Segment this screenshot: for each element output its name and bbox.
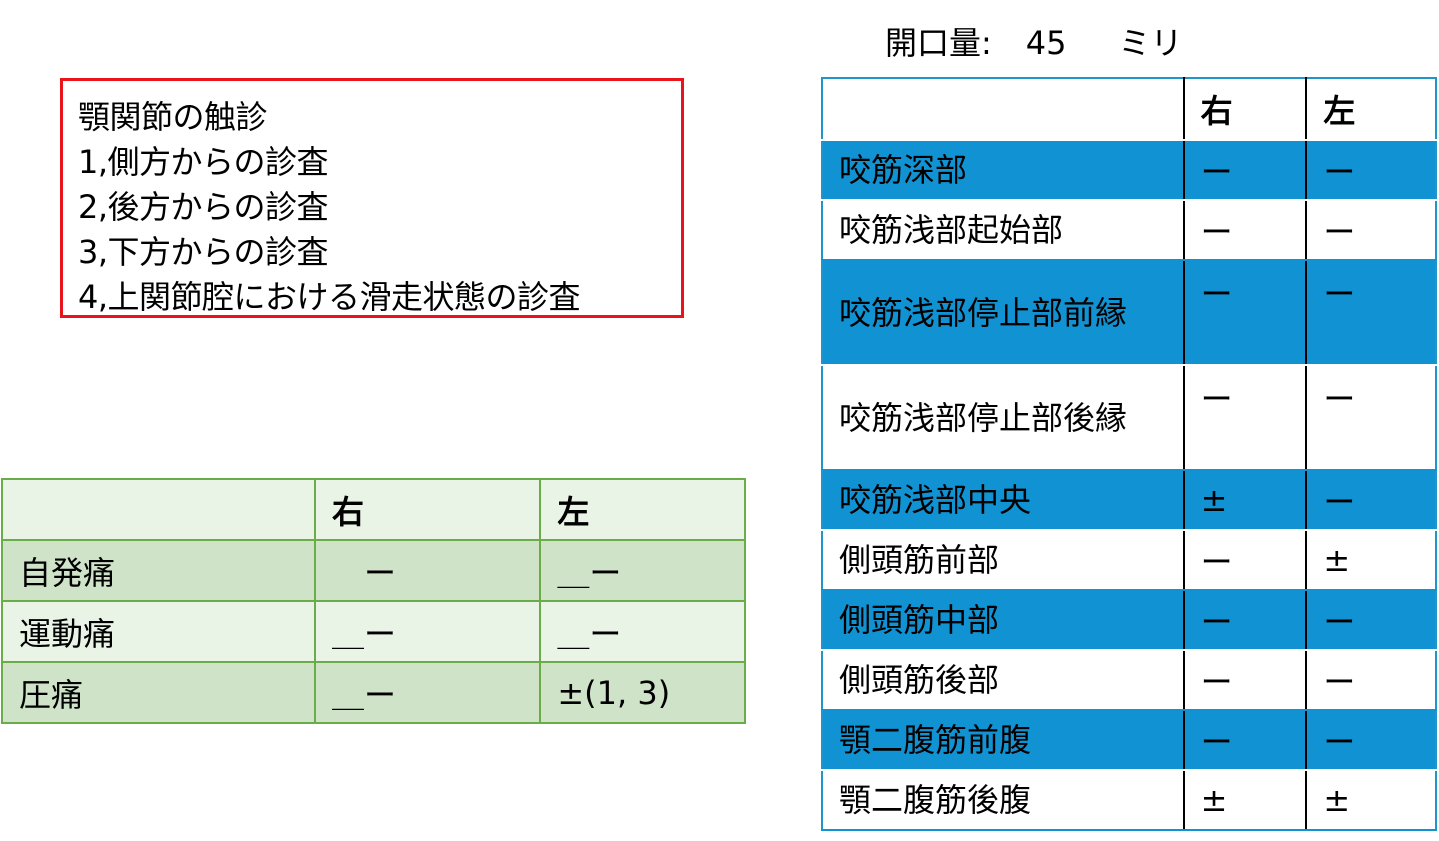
right-value: ー	[1182, 589, 1307, 651]
right-value: ー	[1182, 259, 1307, 366]
right-value: ±	[1182, 469, 1307, 531]
opening-value: 45	[1025, 24, 1067, 62]
row-label: 圧痛	[0, 661, 317, 724]
opening-label: 開口量:	[885, 24, 992, 62]
left-value: ＿ー	[539, 539, 746, 602]
muscle-name: 咬筋浅部停止部前縁	[822, 259, 1184, 366]
muscle-name: 咬筋深部	[822, 139, 1184, 201]
left-value: ±(1, 3)	[539, 661, 746, 724]
muscle-name: 側頭筋前部	[822, 529, 1184, 591]
muscle-table: 右 左 咬筋深部 ー ー 咬筋浅部起始部 ー ー 咬筋浅部停止部前縁 ー ー 咬…	[821, 77, 1437, 831]
row-label: 運動痛	[0, 600, 317, 663]
left-value: ー	[1305, 199, 1436, 261]
right-value: ー	[1182, 139, 1307, 201]
palpation-item-2: 2,後方からの診査	[78, 188, 329, 226]
muscle-name: 側頭筋中部	[822, 589, 1184, 651]
table-row: 顎二腹筋前腹 ー ー	[822, 709, 1436, 771]
left-value: ー	[1305, 589, 1436, 651]
muscle-name: 咬筋浅部停止部後縁	[822, 364, 1184, 471]
right-value: ー	[314, 539, 542, 602]
table-row: 咬筋浅部停止部前縁 ー ー	[822, 259, 1436, 366]
right-value: ±	[1182, 769, 1307, 831]
pain-table-header: 右 左	[0, 478, 746, 541]
left-value: ±	[1305, 769, 1436, 831]
header-cell-left: 左	[1305, 78, 1436, 141]
palpation-item-4: 4,上関節腔における滑走状態の診査	[78, 278, 581, 316]
left-value: ー	[1305, 649, 1436, 711]
opening-unit: ミリ	[1118, 24, 1183, 62]
table-row: 側頭筋中部 ー ー	[822, 589, 1436, 651]
left-value: ＿ー	[539, 600, 746, 663]
right-value: ＿ー	[314, 600, 542, 663]
right-value: ー	[1182, 529, 1307, 591]
palpation-item-3: 3,下方からの診査	[78, 233, 329, 271]
left-value: ー	[1305, 259, 1436, 366]
header-cell-right: 右	[314, 478, 542, 541]
table-row: 側頭筋前部 ー ±	[822, 529, 1436, 591]
row-label: 自発痛	[0, 539, 317, 602]
right-value: ー	[1182, 364, 1307, 471]
muscle-name: 顎二腹筋前腹	[822, 709, 1184, 771]
table-row: 運動痛 ＿ー ＿ー	[0, 600, 746, 663]
muscle-table-header: 右 左	[822, 78, 1436, 141]
header-cell-empty	[822, 78, 1184, 141]
palpation-item-1: 1,側方からの診査	[78, 143, 329, 181]
table-row: 圧痛 ＿ー ±(1, 3)	[0, 661, 746, 724]
muscle-name: 咬筋浅部起始部	[822, 199, 1184, 261]
table-row: 自発痛 ー ＿ー	[0, 539, 746, 602]
table-row: 咬筋深部 ー ー	[822, 139, 1436, 201]
table-row: 側頭筋後部 ー ー	[822, 649, 1436, 711]
table-row: 咬筋浅部停止部後縁 ー ー	[822, 364, 1436, 471]
palpation-box: 顎関節の触診 1,側方からの診査 2,後方からの診査 3,下方からの診査 4,上…	[60, 78, 684, 318]
table-row: 咬筋浅部起始部 ー ー	[822, 199, 1436, 261]
left-value: ±	[1305, 529, 1436, 591]
left-value: ー	[1305, 709, 1436, 771]
left-value: ー	[1305, 469, 1436, 531]
right-value: ＿ー	[314, 661, 542, 724]
table-row: 咬筋浅部中央 ± ー	[822, 469, 1436, 531]
right-value: ー	[1182, 709, 1307, 771]
header-cell-empty	[0, 478, 317, 541]
right-value: ー	[1182, 649, 1307, 711]
header-cell-right: 右	[1182, 78, 1307, 141]
left-value: ー	[1305, 364, 1436, 471]
table-row: 顎二腹筋後腹 ± ±	[822, 769, 1436, 831]
muscle-name: 側頭筋後部	[822, 649, 1184, 711]
right-value: ー	[1182, 199, 1307, 261]
header-cell-left: 左	[539, 478, 746, 541]
palpation-title: 顎関節の触診	[78, 98, 268, 136]
pain-table: 右 左 自発痛 ー ＿ー 運動痛 ＿ー ＿ー 圧痛 ＿ー ±(1, 3)	[0, 478, 746, 724]
mouth-opening: 開口量: 45 ミリ	[885, 18, 1183, 64]
muscle-name: 咬筋浅部中央	[822, 469, 1184, 531]
muscle-name: 顎二腹筋後腹	[822, 769, 1184, 831]
left-value: ー	[1305, 139, 1436, 201]
